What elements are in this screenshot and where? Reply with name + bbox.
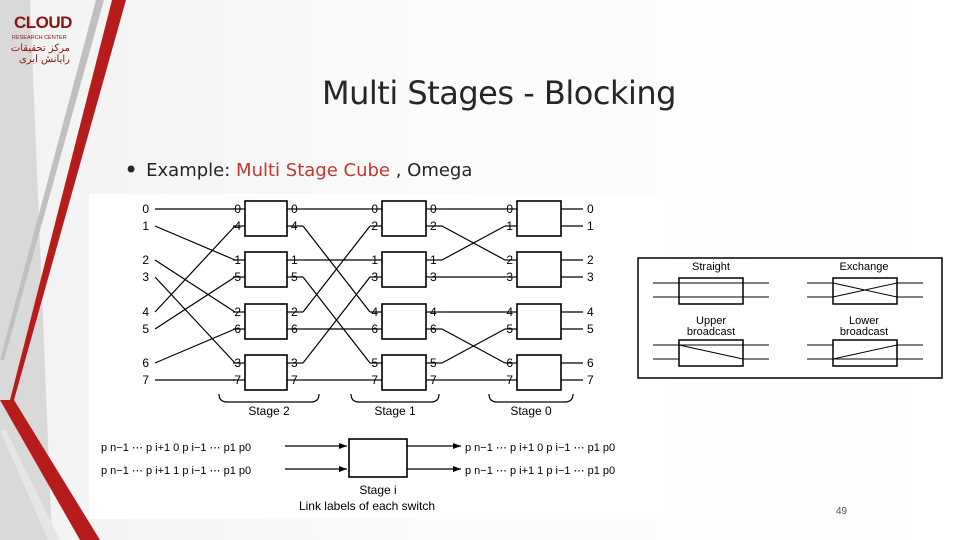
stage-bracket — [350, 393, 440, 403]
deco-stripe-light — [0, 430, 60, 540]
logo-name: CLOUD — [14, 13, 72, 32]
input-label: 4 — [142, 305, 149, 319]
label-upper-1: Upper — [696, 315, 726, 327]
switch-box — [244, 354, 288, 391]
switch-box — [516, 354, 562, 391]
input-link — [154, 276, 236, 330]
switch-box — [381, 354, 427, 391]
link-label-left-bottom: p n−1 ⋯ p i+1 1 p i−1 ⋯ p1 p0 — [101, 465, 251, 477]
label-upper-2: broadcast — [687, 326, 735, 338]
switch-box — [516, 303, 562, 340]
label-lower-1: Lower — [849, 315, 879, 327]
logo-subtitle: RESEARCH CENTER — [12, 35, 67, 41]
stage-bracket — [218, 393, 320, 403]
link-label-left-top: p n−1 ⋯ p i+1 0 p i−1 ⋯ p1 p0 — [101, 442, 251, 454]
switch-box — [381, 251, 427, 288]
switch-box — [381, 303, 427, 340]
switch-lower-broadcast — [807, 339, 923, 367]
left-decoration — [0, 0, 126, 540]
input-link — [154, 276, 236, 364]
switch-box — [381, 200, 427, 237]
switch-exchange — [807, 277, 923, 305]
stage-link — [441, 225, 506, 261]
switch-box — [244, 251, 288, 288]
arrow-head — [339, 443, 347, 449]
stage-i-box — [348, 438, 408, 478]
output-label: 0 — [587, 202, 594, 216]
input-link — [154, 225, 236, 313]
switch-states-diagram: Straight Exchange Upper broadcast Lower … — [637, 257, 943, 379]
label-lower-2: broadcast — [840, 326, 888, 338]
input-label: 7 — [142, 373, 149, 387]
input-label: 5 — [142, 322, 149, 336]
stage-bracket — [488, 393, 574, 403]
deco-stripe-red — [10, 0, 126, 400]
stage-label: Stage 1 — [374, 404, 416, 418]
cube-network-diagram: 0123456704152637041526370213465702134657… — [101, 200, 615, 513]
stage-label: Stage 0 — [510, 404, 552, 418]
input-label: 0 — [142, 202, 149, 216]
cloud-logo: CLOUD RESEARCH CENTER مرکز تحقیقات رایان… — [4, 6, 73, 65]
arrow-head — [453, 466, 461, 472]
switch-box — [516, 251, 562, 288]
label-exchange: Exchange — [840, 261, 889, 273]
input-label: 3 — [142, 270, 149, 284]
switch-box — [244, 303, 288, 340]
input-label: 2 — [142, 253, 149, 267]
output-label: 1 — [587, 219, 594, 233]
input-link — [154, 259, 236, 313]
switch-straight — [653, 277, 769, 305]
output-label: 6 — [587, 356, 594, 370]
stage-link — [441, 328, 506, 364]
label-straight: Straight — [692, 261, 730, 273]
switch-box — [244, 200, 288, 237]
output-label: 4 — [587, 305, 594, 319]
bullet-prefix: Example: — [146, 160, 237, 181]
arrow-head — [453, 443, 461, 449]
switch-upper-broadcast — [653, 339, 769, 367]
input-link — [154, 328, 236, 364]
page-number: 49 — [836, 506, 848, 517]
bullet-example: • Example: Multi Stage Cube , Omega — [124, 156, 472, 184]
arrow-head — [339, 466, 347, 472]
output-label: 2 — [587, 253, 594, 267]
switch-figure-border — [637, 257, 943, 379]
stage-link — [302, 225, 371, 313]
input-label: 6 — [142, 356, 149, 370]
link-label-right-top: p n−1 ⋯ p i+1 0 p i−1 ⋯ p1 p0 — [465, 442, 615, 454]
bullet-highlight: Multi Stage Cube — [236, 160, 390, 181]
switch-states-figure: Straight Exchange Upper broadcast Lower … — [637, 257, 943, 379]
slide-title: Multi Stages - Blocking — [322, 74, 676, 112]
output-label: 7 — [587, 373, 594, 387]
stage-label: Stage 2 — [248, 404, 290, 418]
stage-link — [302, 276, 371, 364]
deco-stripe-red-bottom — [0, 400, 100, 540]
switch-box — [516, 200, 562, 237]
input-link — [154, 225, 236, 261]
bullet-icon: • — [124, 156, 139, 184]
stage-i-label: Stage i — [359, 483, 396, 497]
logo-persian: مرکز تحقیقات رایانش ابری — [10, 43, 70, 65]
link-caption: Link labels of each switch — [299, 499, 435, 513]
link-label-right-bottom: p n−1 ⋯ p i+1 1 p i−1 ⋯ p1 p0 — [465, 465, 615, 477]
deco-stripe-gray — [0, 0, 104, 360]
bullet-suffix: , Omega — [389, 160, 473, 181]
input-label: 1 — [142, 219, 149, 233]
output-label: 3 — [587, 270, 594, 284]
output-label: 5 — [587, 322, 594, 336]
